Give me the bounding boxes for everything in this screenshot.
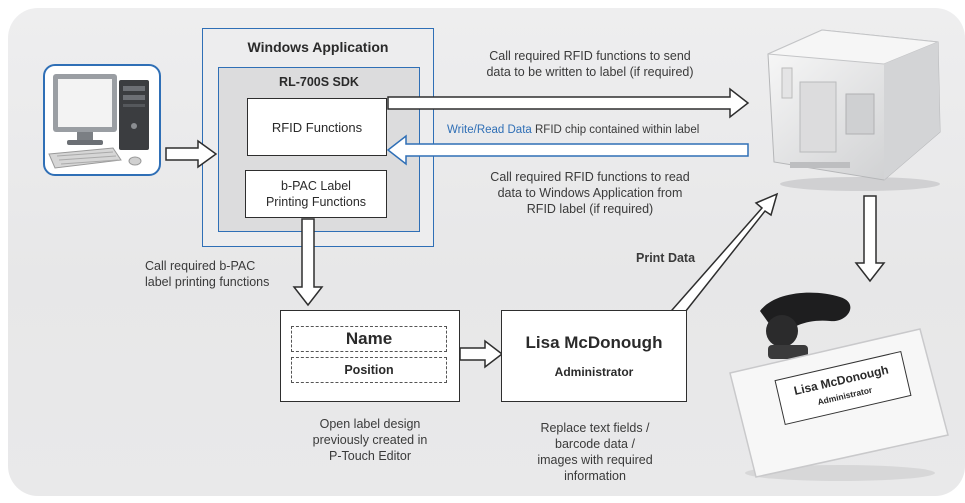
note-bpac-call: Call required b-PAC label printing funct… [145, 259, 270, 289]
filled-label-name: Lisa McDonough [525, 333, 663, 352]
template-position-field: Position [291, 357, 447, 383]
template-name-field: Name [291, 326, 447, 352]
note-replace: Replace text fields / barcode data / ima… [537, 421, 653, 483]
filled-label-box: Lisa McDonough Administrator [501, 310, 687, 402]
note-write-read: Write/Read Data RFID chip contained with… [447, 124, 700, 136]
bpac-functions-line2: Printing Functions [265, 195, 367, 209]
arrow-rfid-to-printer [387, 87, 750, 119]
arrow-bpac-to-template [292, 218, 324, 307]
id-badge-image: Lisa McDonough Administrator [720, 285, 955, 485]
arrow-computer-to-app [165, 139, 218, 169]
write-read-highlight: Write/Read Data [447, 124, 532, 136]
rfid-functions-box: RFID Functions [247, 98, 387, 156]
computer-icon [48, 74, 149, 169]
note-open-label: Open label design previously created in … [312, 417, 428, 463]
bpac-functions-line1: b-PAC Label [281, 179, 351, 193]
note-read-rfid: Call required RFID functions to read dat… [490, 170, 690, 216]
arrow-label-to-printer [663, 192, 779, 328]
sdk-title: RL-700S SDK [279, 75, 359, 89]
printer-image [767, 29, 941, 191]
windows-application-title: Windows Application [247, 39, 389, 55]
computer-image [43, 64, 161, 176]
bpac-functions-box: b-PAC Label Printing Functions [245, 170, 387, 218]
filled-label-position: Administrator [554, 365, 634, 379]
arrow-template-to-label [459, 339, 504, 369]
arrow-printer-to-rfid [386, 134, 749, 166]
label-template-box: Name Position [280, 310, 460, 402]
note-print-data: Print Data [636, 251, 696, 265]
arrow-printer-to-badge [854, 195, 886, 283]
note-send-rfid: Call required RFID functions to send dat… [486, 49, 694, 79]
rfid-functions-label: RFID Functions [271, 119, 363, 135]
